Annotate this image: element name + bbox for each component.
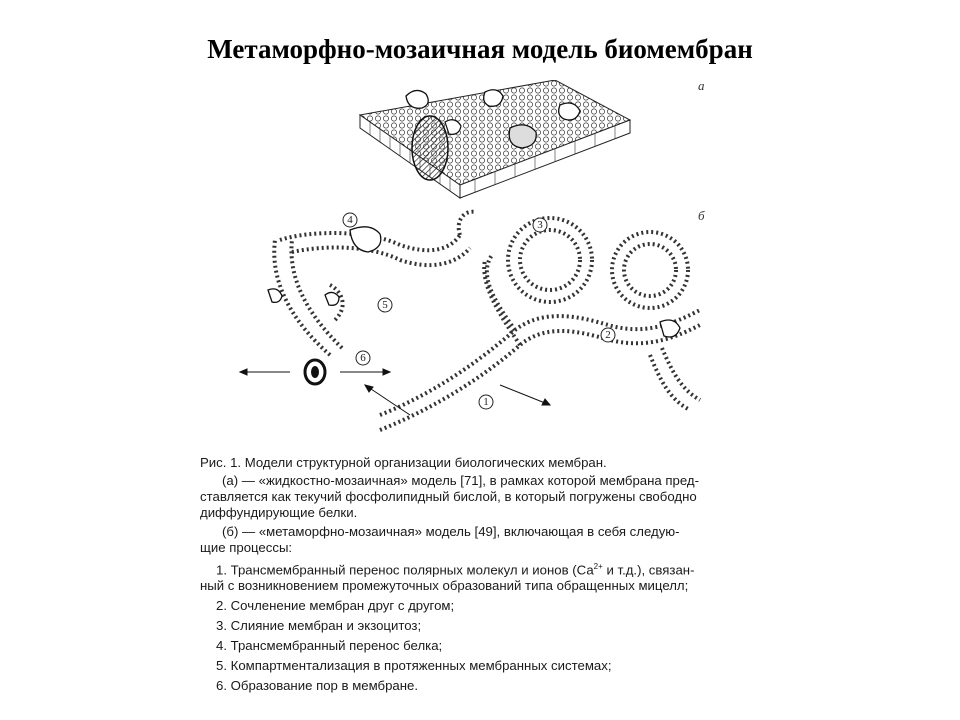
marker-3: 3 <box>537 219 543 231</box>
figure-caption: Рис. 1. Модели структурной организации б… <box>200 455 750 698</box>
marker-4: 4 <box>347 214 353 226</box>
fluid-mosaic-membrane <box>358 79 632 199</box>
process-item-5: 5. Компартментализация в протяженных мем… <box>216 658 612 674</box>
process-item-1: 1. Трансмембранный перенос полярных моле… <box>200 559 750 578</box>
process-1-text-post: и т.д.), связан- <box>602 562 695 578</box>
pore-6 <box>303 358 327 386</box>
process-item-4: 4. Трансмембранный перенос белка; <box>216 638 443 654</box>
process-list: 1. Трансмембранный перенос полярных моле… <box>200 559 750 694</box>
process-1-superscript: 2+ <box>593 562 603 571</box>
panel-a-letter: а <box>698 78 705 93</box>
marker-2: 2 <box>605 329 611 341</box>
caption-part-b-line: (б) — «метаморфно-мозаичная» модель [49]… <box>222 524 680 539</box>
caption-part-a-line: ставляется как текучий фосфолипидный бис… <box>200 489 697 504</box>
slide-title: Метаморфно-мозаичная модель биомембран <box>207 34 753 64</box>
marker-1: 1 <box>483 396 489 408</box>
vesicle-3 <box>506 216 594 304</box>
marker-6: 6 <box>360 352 366 364</box>
marker-5: 5 <box>382 299 388 311</box>
process-1-text: 1. Трансмембранный перенос полярных моле… <box>216 562 594 578</box>
caption-part-a-line: (а) — «жидкостно-мозаичная» модель [71],… <box>222 473 699 488</box>
process-item-2: 2. Сочленение мембран друг с другом; <box>216 598 455 614</box>
process-item-6: 6. Образование пор в мембране. <box>216 678 419 694</box>
caption-title: Рис. 1. Модели структурной организации б… <box>200 455 607 470</box>
caption-part-a-line: диффундирующие белки. <box>200 505 358 520</box>
panel-b-letter: б <box>698 208 705 223</box>
caption-part-b-line: щие процессы: <box>200 540 293 555</box>
membrane-figure: а б <box>230 78 740 450</box>
main-membrane <box>272 209 702 432</box>
metamorphic-mosaic-system: 1 2 3 4 5 6 <box>238 209 702 432</box>
process-item-3: 3. Слияние мембран и экзоцитоз; <box>216 618 422 634</box>
process-1-line-2: ный с возникновением промежуточных образ… <box>200 578 689 594</box>
vesicle-right <box>610 230 690 310</box>
membrane-diagram: 1 2 3 4 5 6 <box>238 79 702 432</box>
